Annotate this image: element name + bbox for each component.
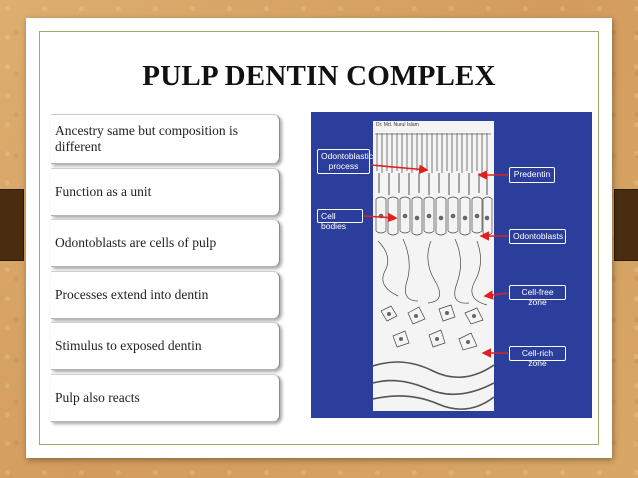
- label-cell-bodies: Cell bodies: [317, 209, 363, 231]
- right-decorative-tab: [614, 189, 638, 261]
- slide-frame: [39, 31, 599, 445]
- list-item: Ancestry same but composition is differe…: [51, 114, 280, 164]
- list-item: Stimulus to exposed dentin: [51, 322, 280, 370]
- label-odontoblasts: Odontoblasts: [509, 229, 566, 244]
- arrow-odontoblastic-process: [370, 164, 429, 175]
- list-item: Odontoblasts are cells of pulp: [51, 219, 280, 267]
- bullet-list: Ancestry same but composition is differe…: [51, 114, 280, 425]
- label-predentin: Predentin: [509, 167, 555, 183]
- slide: PULP DENTIN COMPLEX Ancestry same but co…: [26, 18, 612, 458]
- figure-credit: Dr. Md. Nurul Islam: [376, 122, 419, 128]
- list-item: Function as a unit: [51, 167, 280, 216]
- left-decorative-tab: [0, 189, 24, 261]
- arrow-cell-free-zone: [483, 290, 509, 300]
- slide-title: PULP DENTIN COMPLEX: [142, 60, 496, 92]
- histology-figure: Dr. Md. Nurul Islam Odontoblastic proces…: [311, 112, 592, 418]
- label-odontoblastic-process: Odontoblastic process: [317, 149, 373, 174]
- pointer-arrows: [363, 164, 509, 358]
- list-item: Pulp also reacts: [51, 373, 280, 422]
- label-cell-free-zone: Cell-free zone: [509, 285, 566, 307]
- arrow-cell-bodies: [363, 212, 398, 223]
- list-item: Processes extend into dentin: [51, 270, 280, 319]
- label-cell-rich-zone: Cell-rich zone: [509, 346, 566, 368]
